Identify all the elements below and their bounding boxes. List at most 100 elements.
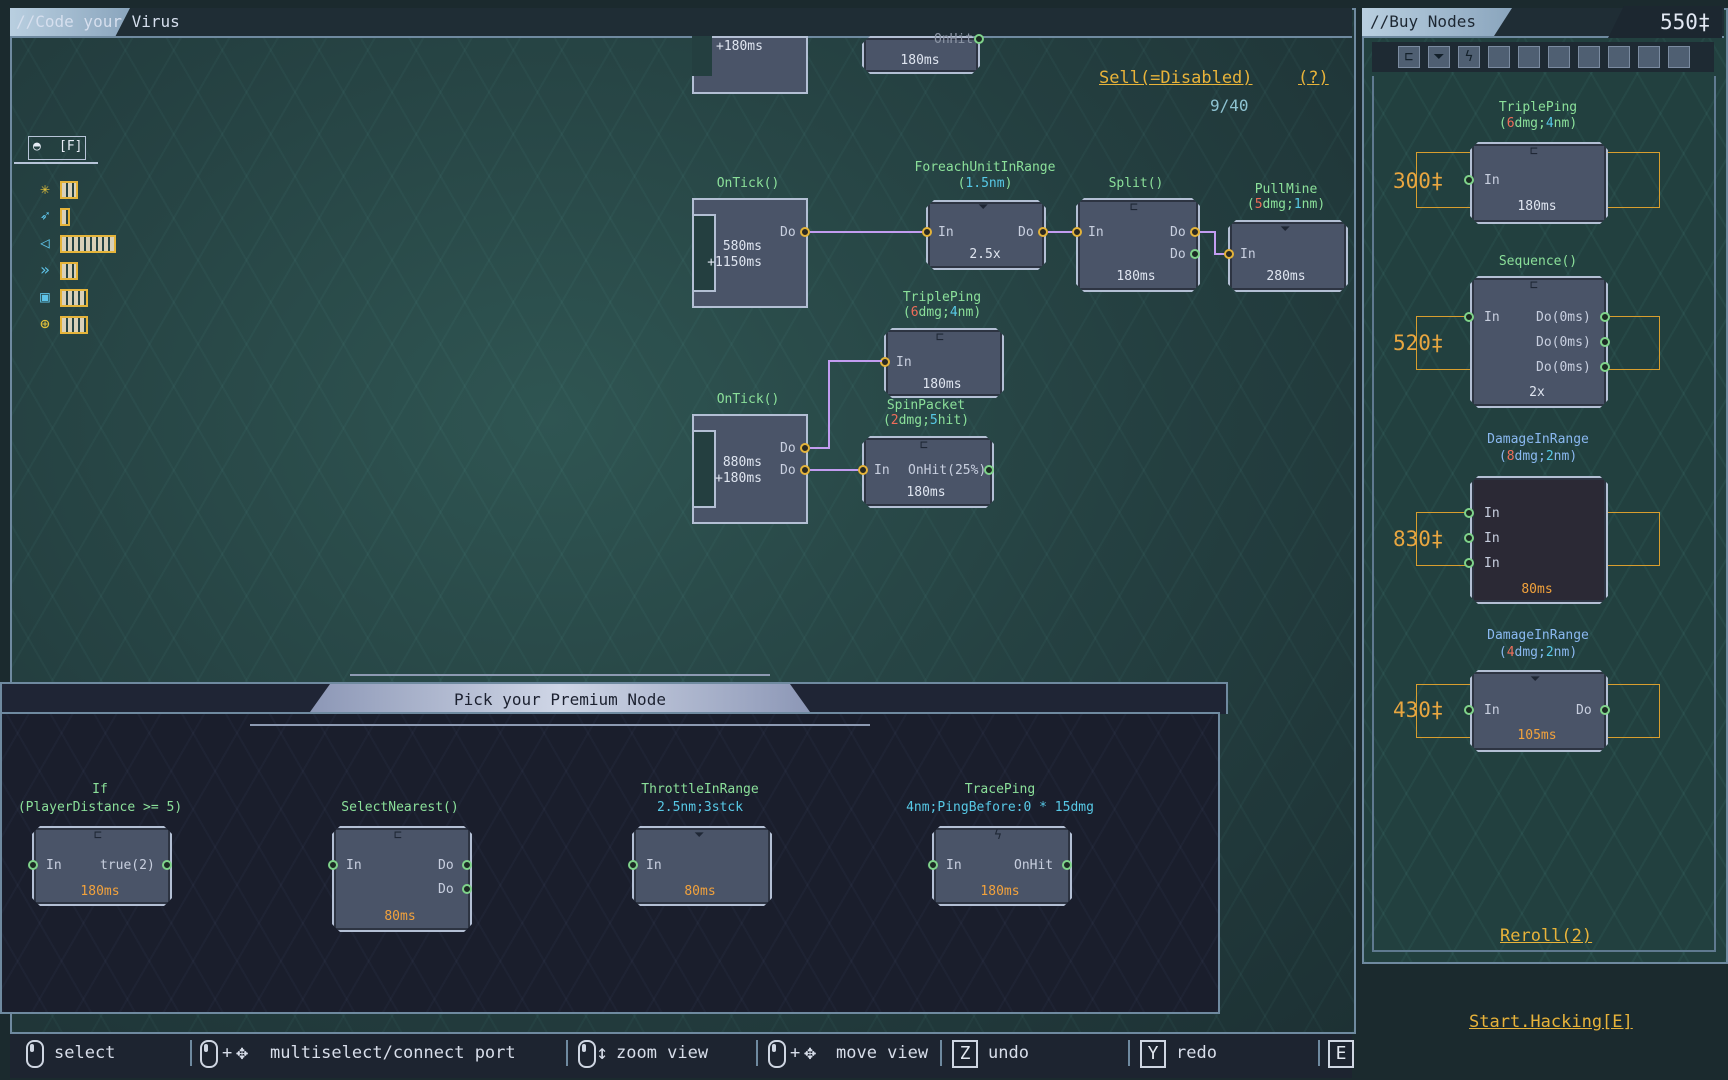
shop-item-price: 430‡: [1393, 698, 1444, 722]
wire-ontick1-foreach: [810, 231, 926, 233]
shop-item-param: (8dmg;2nm): [1440, 449, 1636, 464]
shop-item-title: DamageInRange: [1440, 432, 1636, 447]
premium-select-do1-label: Do: [438, 858, 454, 873]
filter-lightning-icon[interactable]: ϟ: [1458, 46, 1480, 68]
spinpacket-in-label: In: [874, 463, 890, 478]
premium-throttle-param: 2.5nm;3stck: [610, 800, 790, 815]
filter-slot-icon[interactable]: [1608, 46, 1630, 68]
partial-node-onhit: OnHit: [934, 32, 973, 47]
separator: [940, 1040, 942, 1066]
filter-branch-icon[interactable]: ⊏: [1398, 46, 1420, 68]
control-move: move view: [836, 1043, 928, 1063]
ontick1-do-port[interactable]: [800, 227, 810, 237]
premium-throttle-in-label: In: [646, 858, 662, 873]
range-bar: [60, 235, 116, 253]
premium-if-out-port[interactable]: [162, 860, 172, 870]
shop-item-in-label: In: [1484, 506, 1500, 521]
ontick2-do1-port[interactable]: [800, 443, 810, 453]
shop-item-ms: 80ms: [1500, 582, 1574, 597]
foreach-in-port[interactable]: [922, 227, 932, 237]
premium-throttle-title: ThrottleInRange: [610, 782, 790, 797]
spinpacket-in-port[interactable]: [858, 465, 868, 475]
separator: [1128, 1040, 1130, 1066]
key-z[interactable]: Z: [952, 1040, 978, 1068]
separator: [1318, 1040, 1320, 1066]
sidebar-header[interactable]: ◓ [F]: [28, 136, 86, 160]
foreach-in-label: In: [938, 225, 954, 240]
reroll-button[interactable]: Reroll(2): [1500, 926, 1592, 946]
tripleping-in-port[interactable]: [880, 357, 890, 367]
filter-slot-icon[interactable]: [1518, 46, 1540, 68]
ontick2-do2-port[interactable]: [800, 465, 810, 475]
filter-icon: ⏷: [1280, 222, 1290, 237]
premium-select-do1-port[interactable]: [462, 860, 472, 870]
premium-select-ms: 80ms: [364, 909, 436, 924]
premium-if-in-port[interactable]: [28, 860, 38, 870]
ontick2-notch: [694, 430, 716, 508]
premium-trace-param: 4nm;PingBefore:0 * 15dmg: [860, 800, 1140, 815]
shop-title: //Buy Nodes: [1370, 12, 1476, 31]
control-redo[interactable]: redo: [1176, 1043, 1217, 1063]
ontick2-do1-label: Do: [780, 441, 796, 456]
filter-slot-icon[interactable]: [1488, 46, 1510, 68]
premium-trace-in-port[interactable]: [928, 860, 938, 870]
sell-link[interactable]: Sell(=Disabled): [1099, 68, 1253, 88]
fastforward-icon: »: [36, 261, 54, 279]
rate-bar: [60, 262, 78, 280]
split-do1-port[interactable]: [1190, 227, 1200, 237]
ontick2-ms2: +180ms: [700, 471, 762, 486]
spinpacket-onhit-port[interactable]: [984, 465, 994, 475]
partial-ontick-notch: [692, 36, 712, 76]
premium-title: Pick your Premium Node: [310, 690, 810, 709]
premium-select-in-port[interactable]: [328, 860, 338, 870]
tripleping-in-label: In: [896, 355, 912, 370]
shop-item-in-label: In: [1484, 310, 1500, 325]
shop-filter-bar: [1372, 42, 1714, 72]
pullmine-in-port[interactable]: [1224, 249, 1234, 259]
filter-slot-icon[interactable]: [1668, 46, 1690, 68]
node-count: 9/40: [1210, 96, 1249, 115]
filter-funnel-icon[interactable]: ⏷: [1428, 46, 1450, 68]
premium-select-do2-port[interactable]: [462, 884, 472, 894]
tripleping-ms: 180ms: [906, 377, 978, 392]
split-in-port[interactable]: [1072, 227, 1082, 237]
branch-icon: ⊏: [394, 828, 402, 843]
split-do2-port[interactable]: [1190, 249, 1200, 259]
ontick2-title: OnTick(): [692, 392, 804, 407]
shop-item-out-label: Do: [1576, 703, 1592, 718]
control-undo[interactable]: undo: [988, 1043, 1029, 1063]
filter-slot-icon[interactable]: [1578, 46, 1600, 68]
premium-throttle-in-port[interactable]: [628, 860, 638, 870]
filter-slot-icon[interactable]: [1548, 46, 1570, 68]
premium-if-ms: 180ms: [64, 884, 136, 899]
branch-icon: ⊏: [1530, 144, 1538, 159]
branch-icon: ⊏: [94, 828, 102, 843]
range-icon: ◁: [36, 234, 54, 252]
premium-trace-out-port[interactable]: [1062, 860, 1072, 870]
shop-item-mult: 2x: [1500, 385, 1574, 400]
key-e[interactable]: E: [1328, 1040, 1354, 1068]
wire-ontick2-b: [828, 360, 830, 449]
key-y[interactable]: Y: [1140, 1040, 1166, 1068]
spinpacket-param: (2dmg;5hit): [862, 413, 990, 428]
filter-icon: ⏷: [978, 200, 988, 215]
filter-slot-icon[interactable]: [1638, 46, 1660, 68]
ontick2-ms1: 880ms: [716, 455, 762, 470]
pullmine-ms: 280ms: [1250, 269, 1322, 284]
help-link[interactable]: (?): [1298, 68, 1329, 88]
move-arrows-icon: ✥: [804, 1040, 816, 1064]
tripleping-param: (6dmg;4nm): [884, 305, 1000, 320]
shop-item-out-port: [1600, 362, 1610, 372]
filter-icon: ⏷: [1530, 672, 1540, 687]
split-do2-label: Do: [1170, 247, 1186, 262]
ontick1-ms2: +1150ms: [700, 255, 762, 270]
shop-item-ms: 105ms: [1500, 728, 1574, 743]
partial-node-ms: 180ms: [880, 53, 960, 68]
partial-node-port[interactable]: [974, 34, 984, 44]
premium-trace-in-label: In: [946, 858, 962, 873]
foreach-do-port[interactable]: [1038, 227, 1048, 237]
mouse-right-icon: [768, 1040, 786, 1068]
ontick1-notch: [694, 214, 716, 292]
separator: [190, 1040, 192, 1066]
start-hacking-button[interactable]: Start.Hacking[E]: [1469, 1012, 1633, 1032]
